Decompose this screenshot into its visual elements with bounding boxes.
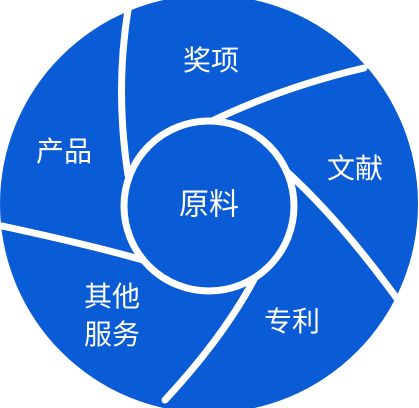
segment-label-literature: 文献 — [327, 152, 383, 185]
segment-label-other-services-line-2: 服务 — [84, 318, 140, 351]
separator-left — [0, 222, 154, 266]
segment-label-awards: 奖项 — [183, 44, 239, 77]
segment-label-other-services: 其他服务 — [84, 280, 140, 351]
center-circle — [120, 117, 298, 295]
separator-right — [281, 166, 402, 304]
segment-label-patent: 专利 — [264, 305, 320, 338]
segment-label-other-services-line-1: 其他 — [84, 280, 140, 313]
separator-top — [118, 6, 132, 179]
segment-label-products: 产品 — [36, 135, 92, 168]
center-label: 原料 — [179, 188, 239, 223]
